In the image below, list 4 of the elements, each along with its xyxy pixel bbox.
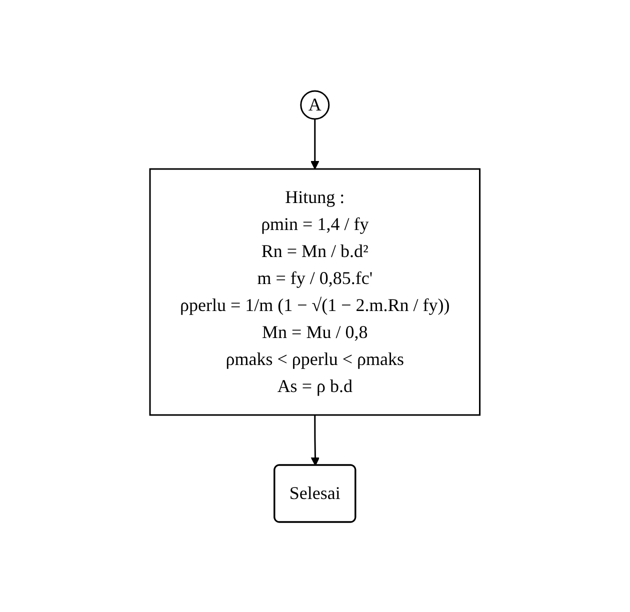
arrow — [310, 118, 320, 169]
node-circle: A — [300, 90, 330, 120]
node-box: Hitung : ρmin = 1,4 / fy Rn = Mn / b.d² m = fy / 0,85.fc' ρperlu = 1/m (1 − √(1 − 2.m.Rn / fy)) Mn = Mu / 0,8 ρmaks < ρperlu < ρmaks As = ρ b.d — [149, 168, 481, 416]
arrow — [310, 414, 320, 466]
